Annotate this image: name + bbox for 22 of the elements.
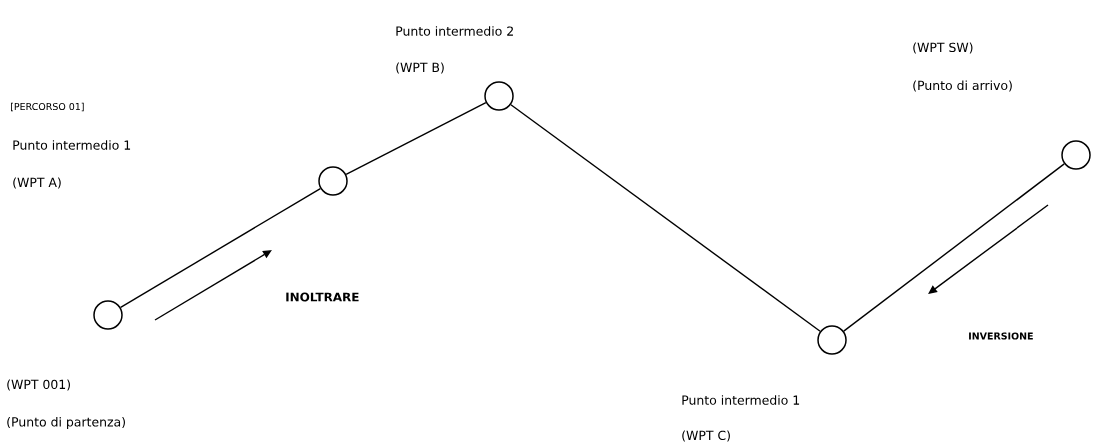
direction-label: INOLTRARE [286,292,359,302]
waypoint-label: Punto intermedio 1 [13,140,131,150]
waypoint-circle [817,325,847,355]
waypoint-label: Punto intermedio 1 [682,395,800,405]
waypoint-label: (WPT SW) [913,42,973,54]
waypoint-label: (Punto di arrivo) [913,80,1012,92]
waypoint-label: (WPT B) [396,62,444,74]
waypoint-label: (WPT A) [13,177,61,189]
waypoint-circle [484,81,514,111]
route-line [119,187,322,309]
waypoint-label: Punto intermedio 2 [396,26,513,36]
route-line [510,104,821,332]
waypoint-label: (WPT 001) [7,379,70,391]
waypoint-circle [318,166,348,196]
route-line [345,102,487,175]
waypoint-label: (WPT C) [682,430,730,442]
waypoint-circle [93,300,123,330]
waypoint-circle [1061,140,1091,170]
waypoint-label: (Punto di partenza) [7,416,125,430]
route-line [843,163,1065,332]
direction-label: INVERSIONE [969,332,1033,340]
title-label: [PERCORSO 01] [11,102,84,112]
